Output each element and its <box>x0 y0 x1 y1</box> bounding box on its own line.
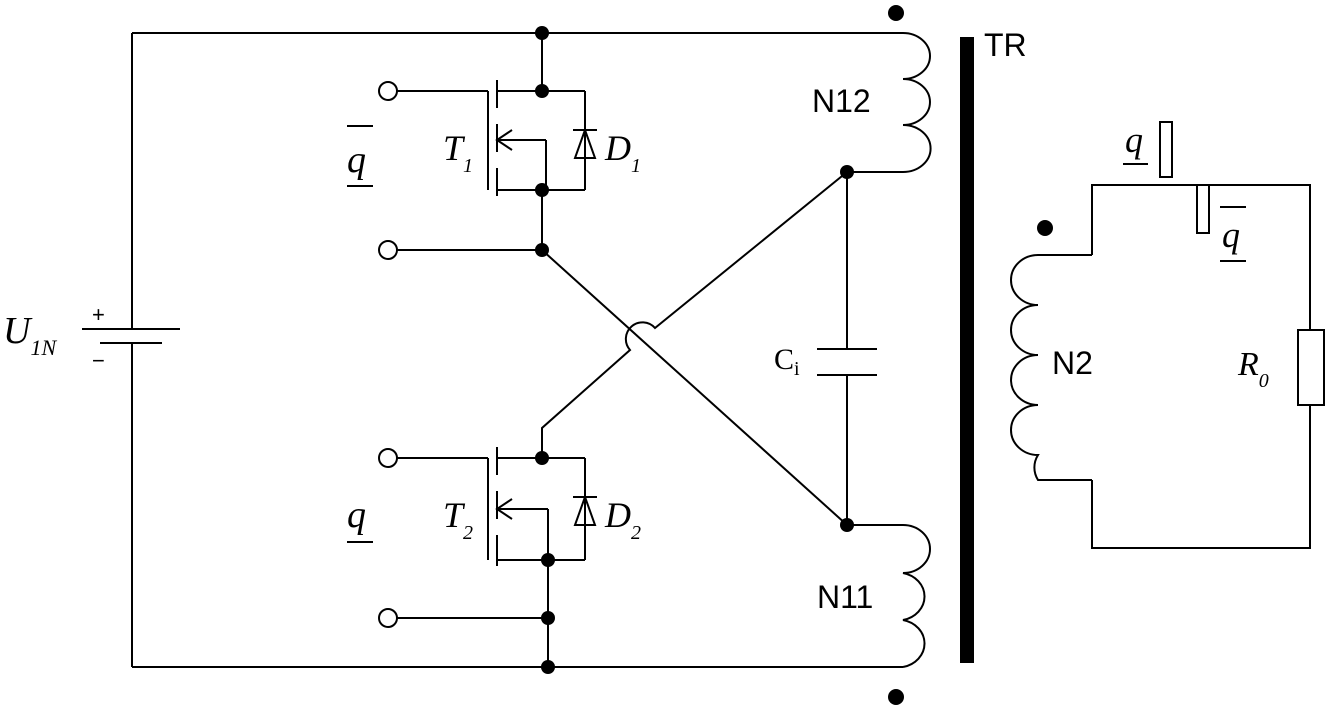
primary-upper-label: N12 <box>812 83 871 119</box>
t1-label: T1 <box>443 128 473 177</box>
capacitor-label: Ci <box>774 343 800 380</box>
diode-d1 <box>573 91 597 190</box>
primary-lower-label: N11 <box>817 579 873 615</box>
mosfet-t2 <box>390 447 585 667</box>
t2-label: T2 <box>443 495 473 544</box>
cross-wiring <box>542 172 847 525</box>
resistor-label: R0 <box>1237 346 1269 392</box>
junction-dots <box>535 26 854 674</box>
switch-upper <box>1160 122 1172 177</box>
switch-label-lower: q <box>1222 215 1240 255</box>
secondary-loop <box>1092 185 1310 548</box>
d1-label: D1 <box>604 128 641 177</box>
resistor-r0 <box>1298 330 1324 405</box>
source-minus: − <box>92 348 105 373</box>
gate-label-lower: q <box>347 494 366 536</box>
switch-lower <box>1197 185 1209 233</box>
d2-label: D2 <box>604 495 641 544</box>
source-label: U1N <box>3 310 57 360</box>
secondary-label: N2 <box>1052 345 1093 381</box>
source-plus: + <box>92 302 105 327</box>
switch-label-upper: q <box>1125 120 1143 160</box>
transformer-label: TR <box>984 27 1027 63</box>
mosfet-t1 <box>390 33 585 250</box>
capacitor-ci <box>817 172 877 525</box>
diode-d2 <box>573 458 597 560</box>
dc-source <box>82 329 180 343</box>
gate-terminals <box>379 82 397 627</box>
gate-label-upper: q <box>347 139 366 181</box>
